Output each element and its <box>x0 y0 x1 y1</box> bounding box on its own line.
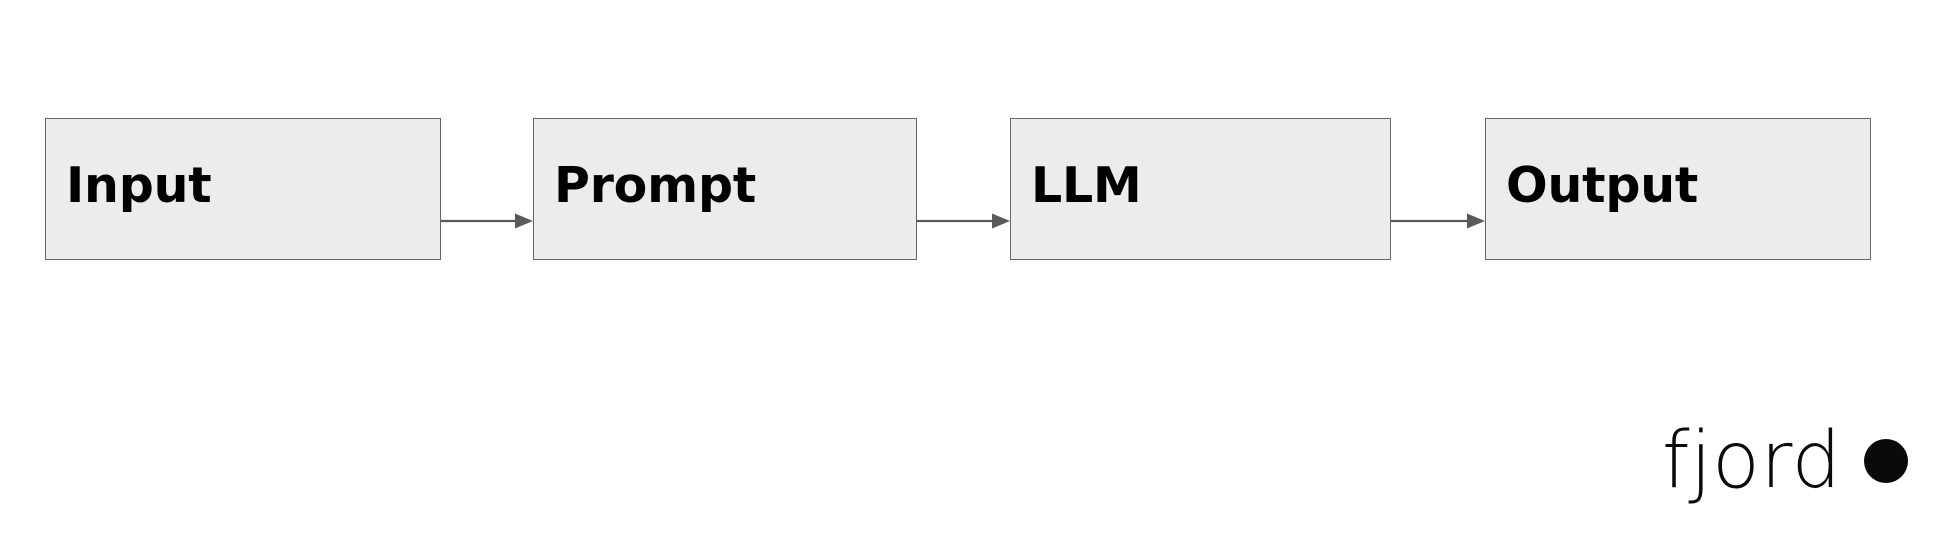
brand-wordmark: fjord <box>1662 416 1842 506</box>
node-output-label: Output <box>1506 157 1699 214</box>
node-llm[interactable]: LLM <box>1010 118 1391 260</box>
arrow-input-to-prompt <box>441 209 533 233</box>
arrow-prompt-to-llm <box>917 209 1010 233</box>
arrow-llm-to-output <box>1391 209 1485 233</box>
node-input[interactable]: Input <box>45 118 441 260</box>
node-prompt[interactable]: Prompt <box>533 118 917 260</box>
node-prompt-label: Prompt <box>554 157 757 214</box>
filled-circle-icon <box>1863 439 1908 483</box>
node-input-label: Input <box>66 157 212 214</box>
node-llm-label: LLM <box>1031 157 1142 214</box>
brand-logo: fjord <box>1662 422 1908 500</box>
node-output[interactable]: Output <box>1485 118 1871 260</box>
